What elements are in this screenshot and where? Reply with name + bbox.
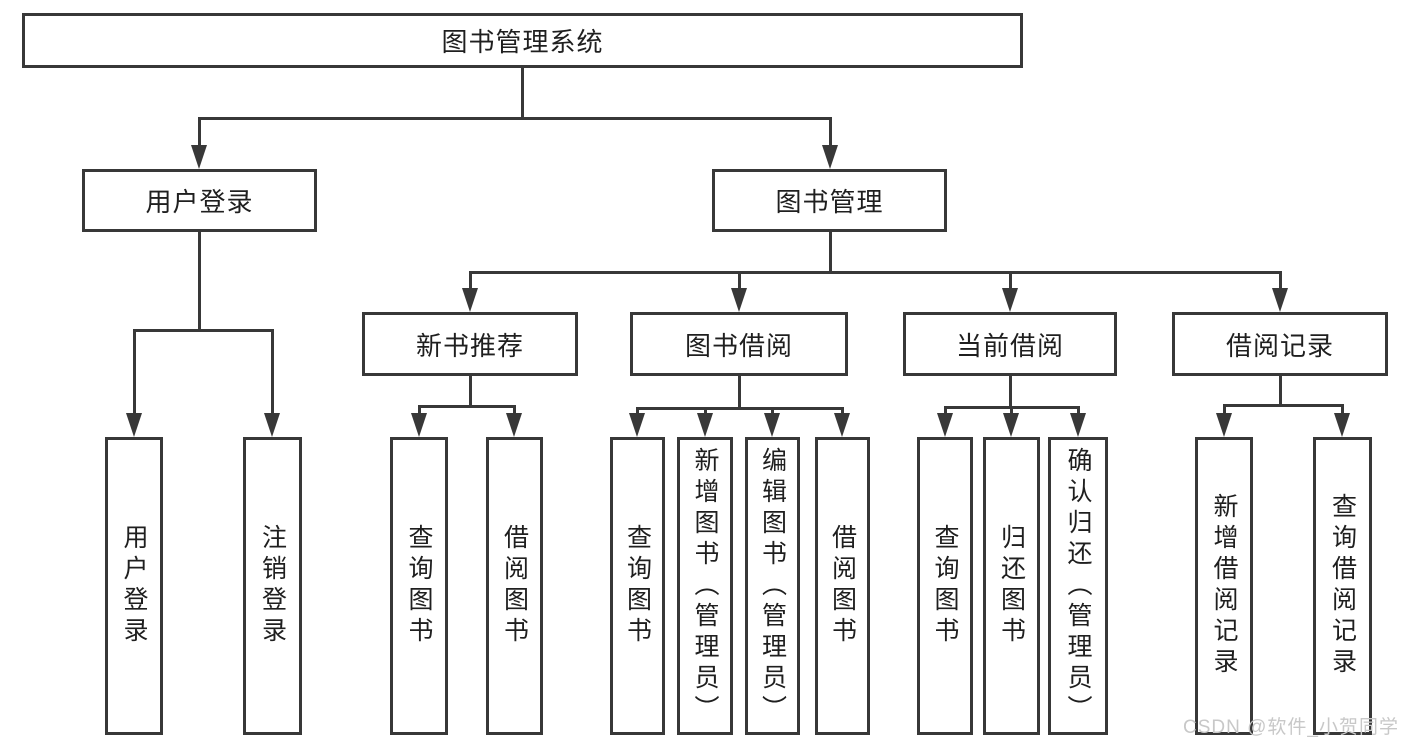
- node-current-borrow-label: 当前借阅: [955, 330, 1064, 361]
- leaf-query-book-3-label: 查询图书: [931, 524, 959, 648]
- connector-user-login-drop-1: [270, 330, 274, 425]
- leaf-borrow-book-2-label: 借阅图书: [828, 524, 857, 648]
- connector-borrow-records-rail: [1222, 403, 1344, 407]
- leaf-user-login: 用户登录: [105, 437, 163, 735]
- connector-book-management-rail: [468, 270, 1282, 274]
- leaf-query-book-2: 查询图书: [610, 437, 665, 735]
- leaf-query-book-1: 查询图书: [390, 437, 448, 735]
- leaf-edit-book-admin-label: 编辑图书（管理员）: [758, 446, 787, 726]
- connector-book-borrow-arrowhead-0: [629, 413, 645, 437]
- node-current-borrow: 当前借阅: [903, 312, 1117, 376]
- leaf-logout-login-label: 注销登录: [258, 524, 287, 648]
- leaf-borrow-book-2: 借阅图书: [815, 437, 870, 735]
- node-borrow-records-label: 借阅记录: [1225, 330, 1334, 361]
- connector-book-borrow-arrowhead-3: [834, 413, 850, 437]
- connector-book-management-stem: [828, 232, 832, 272]
- connector-new-book-recommend-arrowhead-0: [411, 413, 427, 437]
- connector-book-borrow-rail: [635, 406, 844, 410]
- node-root: 图书管理系统: [22, 13, 1023, 68]
- connector-book-management-arrowhead-0: [462, 288, 478, 312]
- leaf-add-borrow-record: 新增借阅记录: [1195, 437, 1253, 735]
- connector-current-borrow-arrowhead-2: [1070, 413, 1086, 437]
- node-book-borrow-label: 图书借阅: [684, 330, 793, 361]
- leaf-add-book-admin: 新增图书（管理员）: [677, 437, 733, 735]
- connector-new-book-recommend-arrowhead-1: [506, 413, 522, 437]
- leaf-add-borrow-record-label: 新增借阅记录: [1210, 493, 1238, 679]
- connector-user-login-drop-0: [132, 330, 136, 425]
- node-book-management: 图书管理: [712, 169, 947, 232]
- connector-current-borrow-stem: [1008, 376, 1012, 407]
- connector-new-book-recommend-rail: [417, 404, 516, 408]
- leaf-borrow-book-1: 借阅图书: [486, 437, 543, 735]
- node-new-book-recommend: 新书推荐: [362, 312, 578, 376]
- node-book-borrow: 图书借阅: [630, 312, 848, 376]
- leaf-query-borrow-record: 查询借阅记录: [1313, 437, 1372, 735]
- connector-new-book-recommend-stem: [468, 376, 472, 406]
- leaf-query-book-1-label: 查询图书: [405, 524, 433, 648]
- connector-root-arrowhead-1: [822, 145, 838, 169]
- connector-user-login-arrowhead-0: [126, 413, 142, 437]
- node-user-login: 用户登录: [82, 169, 317, 232]
- connector-book-management-drop-1: [737, 272, 741, 300]
- connector-user-login-rail: [132, 328, 274, 332]
- connector-root-rail: [197, 116, 832, 120]
- leaf-logout-login: 注销登录: [243, 437, 302, 735]
- connector-borrow-records-stem: [1278, 376, 1282, 405]
- connector-book-borrow-stem: [737, 376, 741, 408]
- connector-book-borrow-arrowhead-2: [764, 413, 780, 437]
- connector-book-borrow-arrowhead-1: [697, 413, 713, 437]
- node-new-book-recommend-label: 新书推荐: [415, 330, 524, 361]
- node-user-login-label: 用户登录: [145, 187, 254, 217]
- leaf-return-book: 归还图书: [983, 437, 1040, 735]
- leaf-borrow-book-1-label: 借阅图书: [500, 524, 529, 648]
- connector-borrow-records-arrowhead-0: [1216, 413, 1232, 437]
- leaf-edit-book-admin: 编辑图书（管理员）: [745, 437, 800, 735]
- leaf-add-book-admin-label: 新增图书（管理员）: [691, 446, 719, 726]
- leaf-query-book-2-label: 查询图书: [623, 524, 652, 648]
- node-borrow-records: 借阅记录: [1172, 312, 1388, 376]
- connector-book-management-drop-3: [1278, 272, 1282, 300]
- connector-book-management-arrowhead-3: [1272, 288, 1288, 312]
- connector-borrow-records-arrowhead-1: [1334, 413, 1350, 437]
- leaf-query-book-3: 查询图书: [917, 437, 973, 735]
- connector-root-drop-1: [828, 118, 832, 157]
- connector-root-arrowhead-0: [191, 145, 207, 169]
- connector-root-stem: [520, 68, 524, 118]
- connector-book-management-arrowhead-2: [1002, 288, 1018, 312]
- leaf-query-borrow-record-label: 查询借阅记录: [1328, 493, 1357, 679]
- connector-book-management-drop-0: [468, 272, 472, 300]
- connector-user-login-stem: [197, 232, 201, 330]
- connector-user-login-arrowhead-1: [264, 413, 280, 437]
- leaf-user-login-label: 用户登录: [120, 524, 148, 648]
- node-book-management-label: 图书管理: [775, 187, 884, 217]
- connector-current-borrow-arrowhead-0: [937, 413, 953, 437]
- connector-root-drop-0: [197, 118, 201, 157]
- connector-current-borrow-arrowhead-1: [1003, 413, 1019, 437]
- leaf-confirm-return-admin: 确认归还（管理员）: [1048, 437, 1108, 735]
- leaf-return-book-label: 归还图书: [997, 524, 1026, 648]
- watermark-text: CSDN @软件_小贺同学: [1183, 717, 1399, 738]
- connector-book-management-arrowhead-1: [731, 288, 747, 312]
- leaf-confirm-return-admin-label: 确认归还（管理员）: [1064, 446, 1092, 726]
- connector-book-management-drop-2: [1008, 272, 1012, 300]
- node-root-label: 图书管理系统: [441, 27, 604, 57]
